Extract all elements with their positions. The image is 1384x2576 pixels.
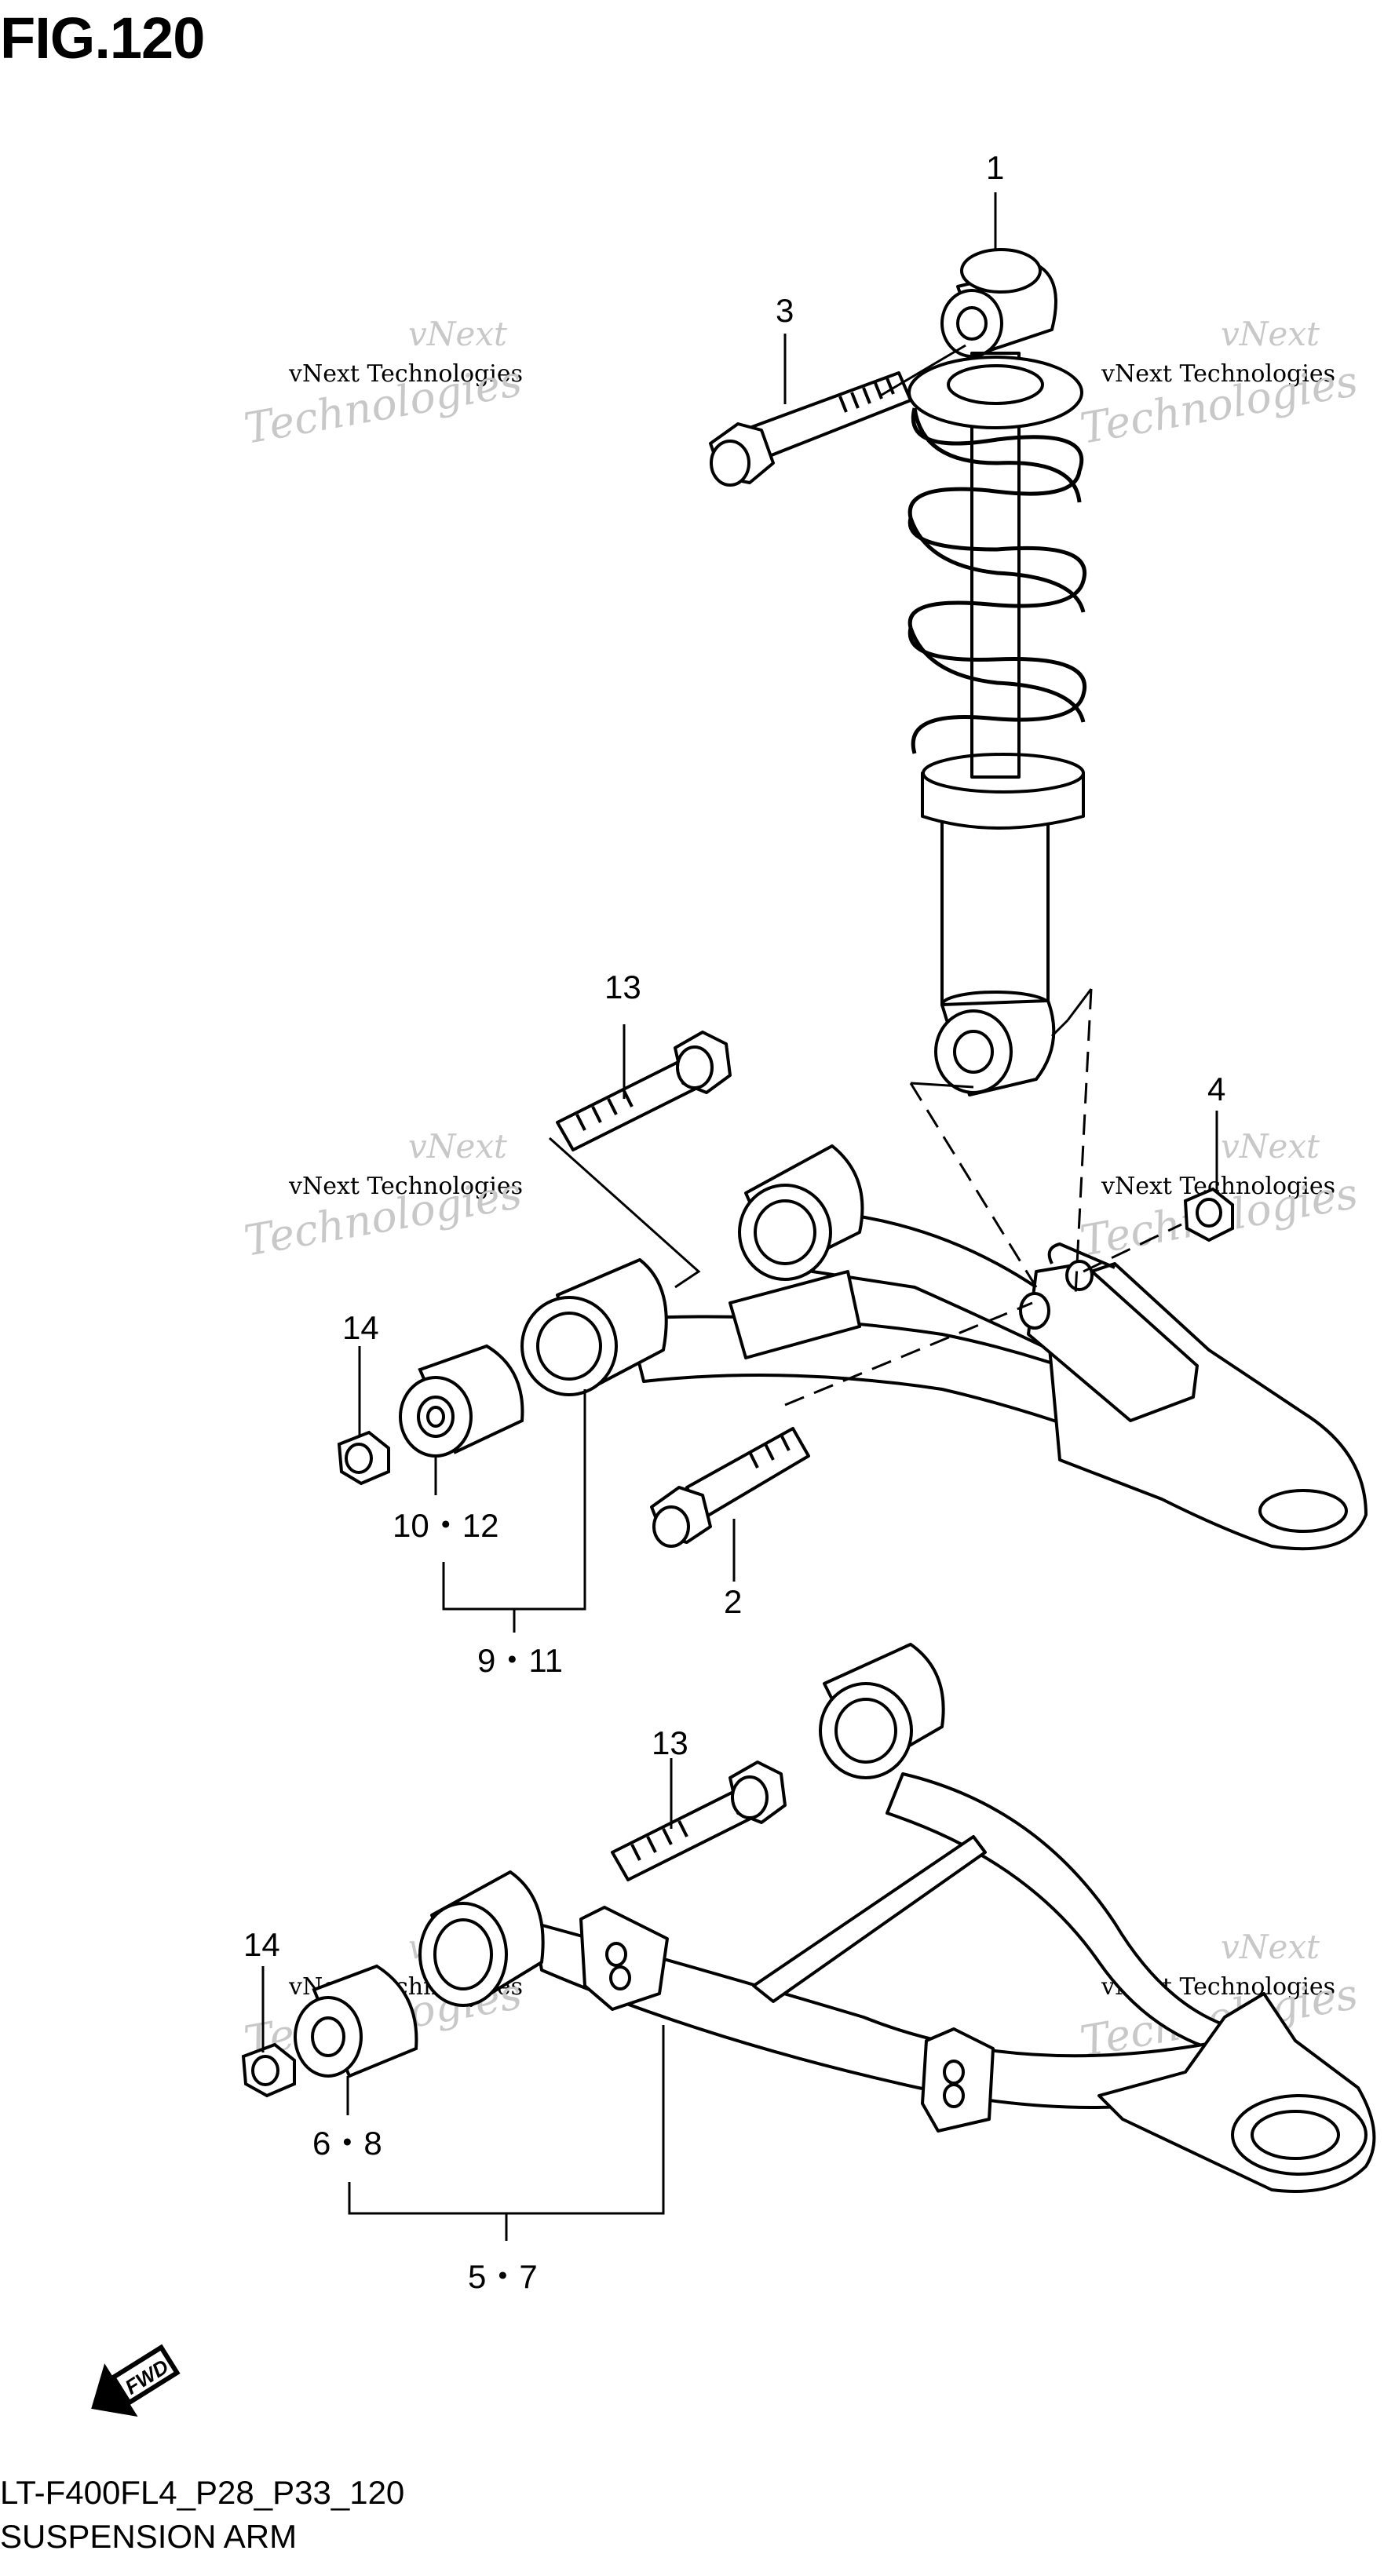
callout-13-lower: 13 bbox=[652, 1724, 688, 1761]
callout-13-upper: 13 bbox=[604, 969, 641, 1005]
callout-1: 1 bbox=[986, 149, 1004, 186]
shock-absorber bbox=[907, 248, 1086, 1096]
callout-5-7: 5・7 bbox=[468, 2258, 538, 2295]
bolt-13-lower bbox=[611, 1761, 787, 1881]
watermark-text: vNext bbox=[408, 315, 507, 353]
callout-3: 3 bbox=[776, 292, 794, 329]
watermark-text: vNext bbox=[1221, 315, 1320, 353]
callout-4: 4 bbox=[1207, 1071, 1225, 1107]
figure-code: LT-F400FL4_P28_P33_120 bbox=[0, 2474, 405, 2511]
nut-14-upper bbox=[337, 1430, 390, 1486]
bolt-2 bbox=[650, 1427, 810, 1548]
callout-6-8: 6・8 bbox=[312, 2125, 382, 2162]
callout-2: 2 bbox=[724, 1583, 742, 1620]
callout-9-11: 9・11 bbox=[477, 1642, 563, 1679]
watermark-text: vNext bbox=[408, 1127, 507, 1166]
watermark-text: vNext Technologies bbox=[288, 360, 523, 388]
callout-14-upper: 14 bbox=[342, 1309, 379, 1346]
leader-lines bbox=[261, 192, 1218, 2241]
callout-10-12: 10・12 bbox=[393, 1507, 498, 1544]
figure-name: SUSPENSION ARM bbox=[0, 2518, 298, 2555]
watermark-text: vNext bbox=[1221, 1127, 1320, 1166]
figure-caption: LT-F400FL4_P28_P33_120 SUSPENSION ARM bbox=[0, 2471, 404, 2559]
watermark-text: vNext Technologies bbox=[288, 1173, 523, 1200]
upper-suspension-arm bbox=[520, 1144, 1368, 1551]
lower-suspension-arm bbox=[418, 1643, 1376, 2193]
bushing-lower bbox=[294, 1964, 418, 2078]
bushing-upper bbox=[399, 1344, 524, 1458]
bolt-3 bbox=[709, 371, 912, 487]
bolt-13-upper bbox=[556, 1031, 732, 1151]
watermark-text: vNext bbox=[1221, 1928, 1320, 1966]
watermark-text: vNext Technologies bbox=[1101, 360, 1335, 388]
figure-title: FIG.120 bbox=[0, 5, 205, 71]
callout-14-lower: 14 bbox=[243, 1926, 280, 1963]
fwd-arrow-icon: FWD bbox=[91, 2344, 181, 2417]
nut-4 bbox=[1183, 1187, 1234, 1242]
nut-14-lower bbox=[241, 2042, 296, 2098]
